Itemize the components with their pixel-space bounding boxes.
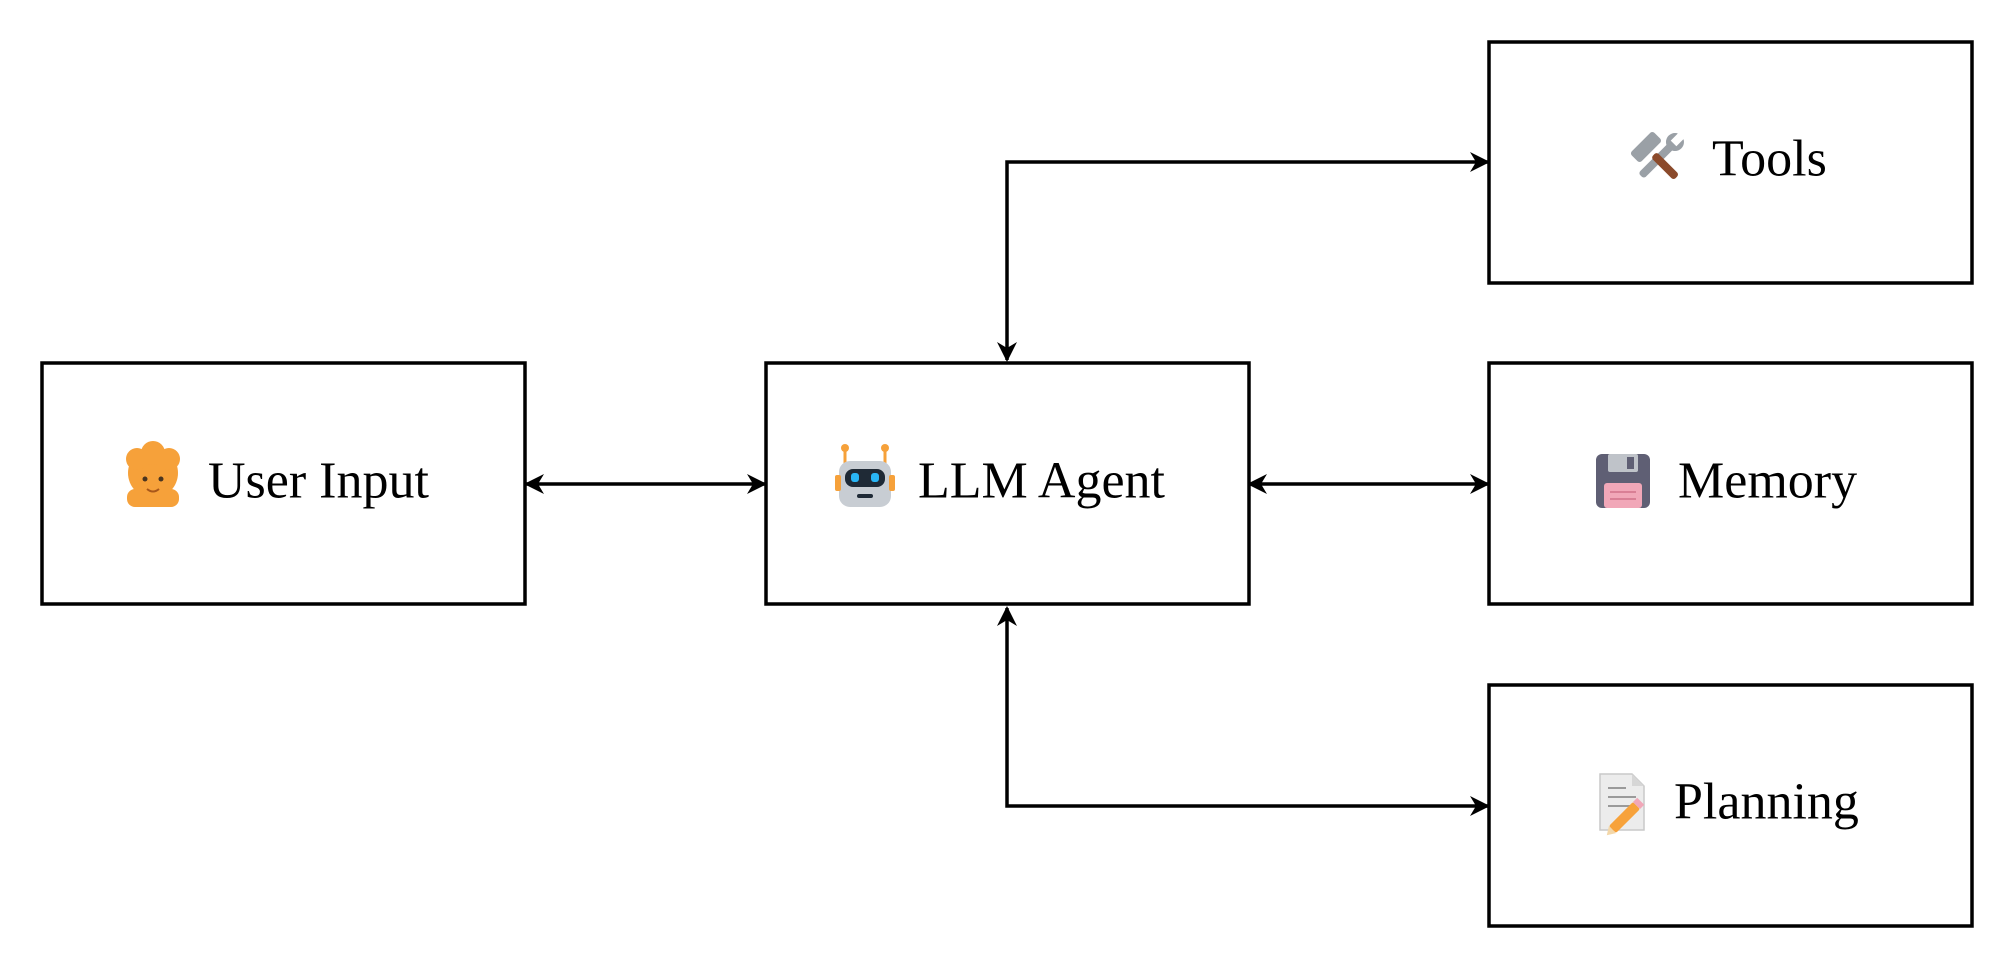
edge-llm-agent-tools bbox=[997, 152, 1490, 362]
floppy-disk-icon bbox=[1596, 454, 1650, 508]
memory-label: Memory bbox=[1678, 453, 1857, 510]
memory-node[interactable]: Memory bbox=[1487, 361, 1974, 606]
memo-pencil-icon bbox=[1599, 773, 1645, 836]
llm-agent-label: LLM Agent bbox=[918, 453, 1166, 510]
planning-node[interactable]: Planning bbox=[1487, 683, 1974, 928]
user-input-label: User Input bbox=[208, 453, 430, 510]
hammer-wrench-icon bbox=[1630, 131, 1685, 179]
llm-agent-node[interactable]: LLM Agent bbox=[764, 361, 1251, 606]
tools-node[interactable]: Tools bbox=[1487, 40, 1974, 285]
planning-label: Planning bbox=[1674, 774, 1859, 831]
person-icon bbox=[126, 441, 180, 507]
edge-llm-agent-planning bbox=[997, 606, 1490, 816]
user-input-node[interactable]: User Input bbox=[40, 361, 527, 606]
tools-label: Tools bbox=[1712, 131, 1827, 188]
robot-icon bbox=[835, 444, 895, 507]
